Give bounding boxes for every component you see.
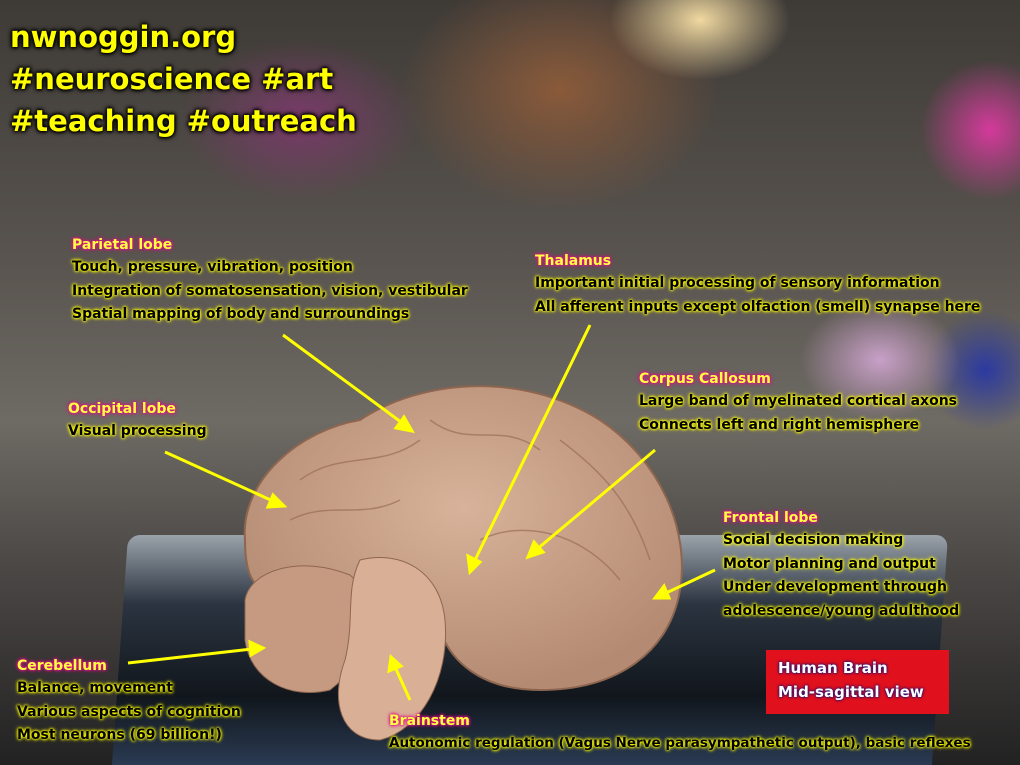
label-line: adolescence/young adulthood [723,602,960,619]
label-title: Brainstem [389,713,470,729]
annotation-thalamus: Thalamus Important initial processing of… [535,250,980,319]
annotation-corpus-callosum: Corpus Callosum Large band of myelinated… [639,368,957,437]
label-line: Integration of somatosensation, vision, … [72,282,468,299]
label-line: Social decision making [723,532,904,548]
label-line: Large band of myelinated cortical axons [639,393,958,409]
badge-line-2: Mid-sagittal view [778,683,924,701]
arrow-brainstem [393,666,412,701]
arrow-frontal [663,568,716,596]
hashtags-2: #teaching #outreach [10,104,357,138]
arrow-thalamus [472,324,592,563]
label-title: Occipital lobe [68,401,176,417]
label-line: Important initial processing of sensory … [535,275,940,291]
annotation-parietal: Parietal lobe Touch, pressure, vibration… [72,234,468,327]
label-line: Touch, pressure, vibration, position [72,259,353,275]
label-line: Under development through [723,579,947,595]
annotation-frontal: Frontal lobe Social decision making Moto… [723,507,959,623]
label-line: Motor planning and output [723,555,936,572]
arrow-cerebellum [127,647,253,665]
label-line: Connects left and right hemisphere [639,416,920,433]
arrow-occipital [164,450,276,504]
annotation-arrows [127,324,716,701]
label-line: Spatial mapping of body and surroundings [72,306,410,322]
label-line: Most neurons (69 billion!) [17,727,222,743]
badge-line-1: Human Brain [778,659,888,677]
annotation-cerebellum: Cerebellum Balance, movement Various asp… [17,655,241,748]
label-title: Thalamus [535,253,612,269]
header-text: nwnoggin.org #neuroscience #art #teachin… [10,16,357,142]
label-line: Visual processing [68,423,207,439]
label-title: Corpus Callosum [639,371,771,387]
title-badge: Human Brain Mid-sagittal view [766,650,949,714]
label-title: Frontal lobe [723,510,818,526]
label-title: Parietal lobe [72,237,173,253]
annotation-occipital: Occipital lobe Visual processing [68,398,207,444]
annotation-brainstem: Brainstem Autonomic regulation (Vagus Ne… [389,710,971,756]
site-url: nwnoggin.org [10,20,237,54]
arrow-parietal [282,333,406,427]
arrow-corpus [535,448,656,552]
label-line: Various aspects of cognition [17,703,241,720]
label-line: All afferent inputs except olfaction (sm… [535,298,981,315]
label-line: Autonomic regulation (Vagus Nerve parasy… [389,735,971,751]
hashtags-1: #neuroscience #art [10,62,334,96]
label-title: Cerebellum [17,658,107,674]
brainstem-shape [338,557,447,741]
label-line: Balance, movement [17,680,173,696]
